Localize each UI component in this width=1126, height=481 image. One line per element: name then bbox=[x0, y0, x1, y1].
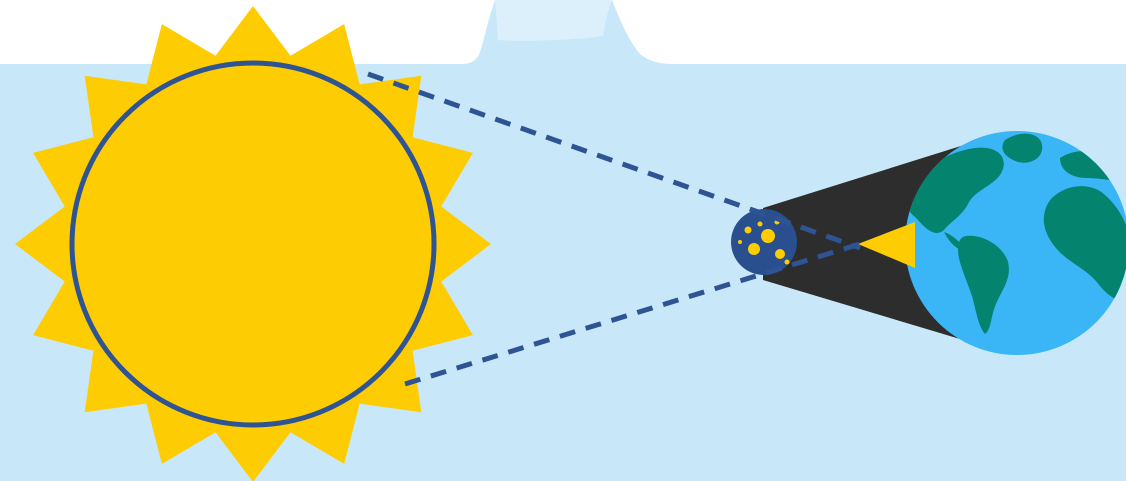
moon-icon bbox=[731, 209, 797, 275]
sun-icon bbox=[15, 6, 491, 481]
